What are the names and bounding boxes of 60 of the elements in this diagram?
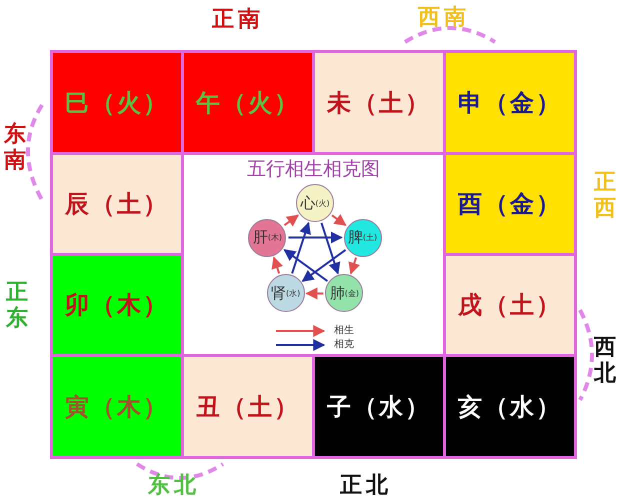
direction-label: 西北 [594,335,617,387]
cell-label: 巳（火） [65,88,169,118]
arrow [320,222,340,275]
direction-label: 正东 [6,280,29,332]
arrow [288,232,343,244]
organ-circle [344,218,382,257]
grid-cell [181,354,315,459]
arrow [291,222,311,274]
cell-label: 寅（木） [65,392,169,422]
arrow [348,257,360,275]
direction-label: 正西 [594,170,617,222]
organ-label: 肾 [270,284,286,303]
arrow [283,249,328,282]
element-label: (金) [344,288,359,299]
legend-label: 相生 [334,324,354,337]
arrow [272,256,283,274]
direction-label: 正南 [212,6,264,34]
grid-cell [443,354,577,459]
arrow [331,214,347,226]
cell-label: 辰（土） [65,189,169,220]
organ-label: 心 [300,194,316,212]
cell-label: 酉（金） [458,189,562,220]
cell-label: 卯（木） [65,290,169,321]
organ-circle [325,274,364,312]
grid-cell [443,50,577,155]
element-label: (土) [362,232,378,244]
arrow [302,249,346,282]
cell-label: 未（土） [327,88,431,118]
grid-cell [443,253,577,357]
grid-cell [50,152,184,256]
grid-cell [181,50,315,155]
grid-cell [312,354,446,459]
grid-cell [50,253,184,357]
grid-cell [312,50,446,155]
element-label: (水) [286,288,300,299]
arrow [305,287,324,300]
grid-cell [50,354,184,459]
direction-label: 东北 [148,472,200,500]
organ-circle [296,184,334,222]
cell-label: 戌（土） [458,290,562,321]
legend-label: 相克 [334,338,354,351]
grid-cell [50,50,184,155]
cell-label: 子（水） [327,392,431,422]
cell-label: 丑（土） [196,392,300,422]
element-label: (火) [315,198,330,208]
organ-label: 肝 [252,228,268,248]
cell-label: 亥（水） [458,392,562,422]
organ-circle [248,218,286,257]
cell-label: 申（金） [458,88,562,118]
direction-label: 正北 [340,472,392,500]
arrow [284,214,299,227]
element-label: (木) [268,232,282,244]
organ-label: 肺 [330,284,345,303]
direction-label: 西南 [418,4,470,32]
direction-label: 东南 [4,122,27,174]
organ-label: 脾 [348,228,363,248]
organ-circle [266,274,305,312]
grid-cell [443,152,577,256]
panel-title: 五行相生相克图 [246,158,381,180]
cell-label: 午（火） [196,88,300,118]
